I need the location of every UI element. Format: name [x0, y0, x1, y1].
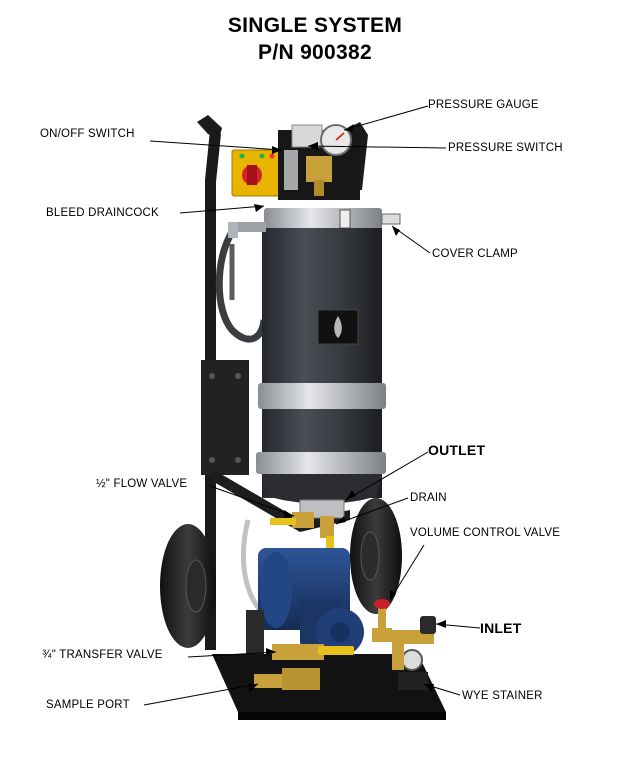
label-cover-clamp: COVER CLAMP	[432, 248, 518, 260]
label-drain: DRAIN	[410, 492, 447, 504]
base-plate	[212, 654, 446, 712]
sample-port	[254, 674, 284, 688]
label-outlet: OUTLET	[428, 442, 486, 458]
label-pressure-switch: PRESSURE SWITCH	[448, 142, 563, 154]
leader-arrowheads	[248, 124, 446, 692]
wall-bracket	[201, 360, 249, 475]
control-head	[278, 124, 360, 200]
label-on-off-switch: ON/OFF SWITCH	[40, 128, 135, 140]
label-flow-valve: ½" FLOW VALVE	[96, 478, 188, 490]
right-wheel	[350, 498, 402, 614]
left-wheel	[160, 524, 216, 648]
label-sample-port: SAMPLE PORT	[46, 699, 130, 711]
volume-control-handwheel	[374, 599, 390, 609]
inlet-assembly	[372, 599, 436, 690]
label-bleed-draincock: BLEED DRAINCOCK	[46, 207, 159, 219]
cover-clamp	[264, 208, 382, 230]
label-inlet: INLET	[480, 620, 522, 636]
label-volume-control-valve: VOLUME CONTROL VALVE	[410, 527, 561, 539]
transfer-valve	[254, 644, 354, 690]
title-line-1: SINGLE SYSTEM	[227, 14, 403, 37]
leader-lines	[143, 105, 481, 706]
title-line-2: P/N 900382	[258, 41, 372, 64]
on-off-switch-box	[231, 149, 283, 197]
inlet-gauge	[401, 649, 423, 671]
label-wye-strainer: WYE STAINER	[462, 690, 543, 702]
pump-motor	[246, 548, 364, 656]
hose	[215, 230, 268, 343]
label-pressure-gauge: PRESSURE GAUGE	[428, 99, 539, 111]
filter-canister	[228, 208, 401, 504]
label-transfer-valve: ¾" TRANSFER VALVE	[42, 649, 163, 661]
